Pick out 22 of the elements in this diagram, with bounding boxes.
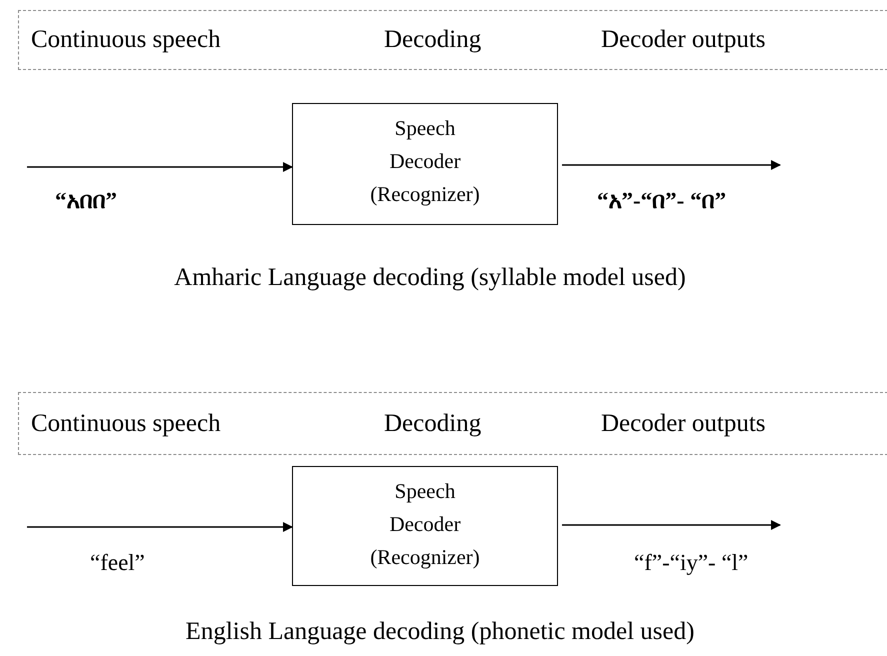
edge-label: “f”-“iy”- “l” bbox=[634, 550, 748, 576]
arrow bbox=[562, 520, 781, 530]
stage-heading: Decoding bbox=[384, 410, 482, 438]
stage-heading: Continuous speech bbox=[31, 410, 221, 438]
stage-heading: Decoding bbox=[384, 26, 482, 54]
arrow bbox=[27, 522, 293, 532]
caption: English Language decoding (phonetic model used) bbox=[186, 618, 694, 646]
decoder-box bbox=[292, 103, 558, 225]
stage-heading: Continuous speech bbox=[31, 26, 221, 54]
edge-label: “አበበ” bbox=[55, 188, 117, 214]
caption: Amharic Language decoding (syllable model used) bbox=[174, 264, 686, 292]
stage-heading: Decoder outputs bbox=[601, 410, 766, 438]
stage-header-band bbox=[18, 10, 887, 70]
box-label: Speech Decoder (Recognizer) bbox=[369, 478, 481, 571]
decoder-box bbox=[292, 466, 558, 586]
box-label: Speech Decoder (Recognizer) bbox=[369, 115, 481, 208]
stage-header-band bbox=[18, 392, 887, 455]
arrow bbox=[562, 160, 781, 170]
arrow bbox=[27, 162, 293, 172]
edge-label: “feel” bbox=[90, 550, 145, 576]
edge-label: “አ”-“በ”- “በ” bbox=[597, 188, 726, 214]
stage-heading: Decoder outputs bbox=[601, 26, 766, 54]
